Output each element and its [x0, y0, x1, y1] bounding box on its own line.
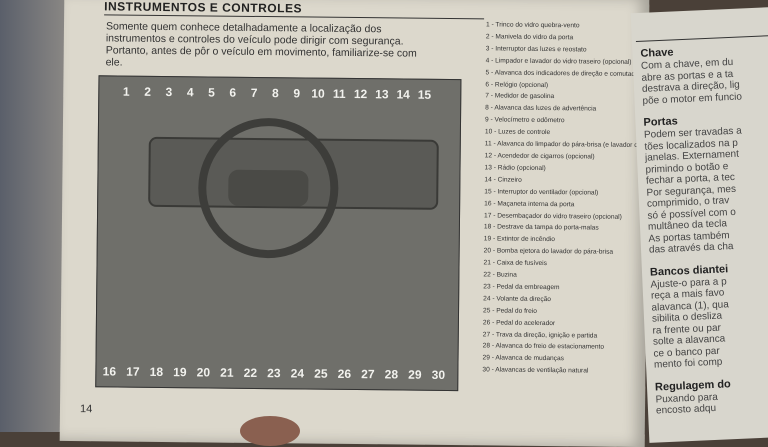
callout-number: 6	[229, 85, 237, 100]
callout-number: 22	[243, 365, 258, 380]
right-rule	[635, 35, 768, 43]
left-page: INSTRUMENTOS E CONTROLES Somente quem co…	[59, 0, 650, 447]
callout-number: 16	[102, 364, 117, 379]
callout-number: 8	[271, 86, 279, 101]
callout-number: 3	[165, 85, 173, 100]
callout-number: 1	[122, 84, 130, 99]
intro-paragraph: Somente quem conhece detalhadamente a lo…	[105, 20, 417, 69]
callout-number: 7	[250, 85, 258, 100]
legend-item: 5 - Alavanca dos indicadores de direção …	[485, 68, 646, 79]
callout-number: 27	[361, 367, 375, 382]
callout-number: 17	[126, 364, 140, 379]
callout-number: 20	[196, 365, 211, 380]
callout-number: 4	[186, 85, 194, 100]
callout-number: 5	[208, 85, 215, 100]
page-title: INSTRUMENTOS E CONTROLES	[104, 0, 303, 16]
callout-number: 30	[431, 367, 446, 382]
callout-number: 13	[375, 87, 389, 102]
legend-item: 16 - Maçaneta interna da porta	[484, 199, 575, 208]
steering-hub-illustration	[228, 169, 309, 207]
callout-number: 18	[149, 364, 164, 380]
callout-number: 24	[290, 366, 305, 381]
callout-number: 23	[267, 366, 281, 381]
callout-number: 19	[173, 365, 187, 380]
legend-item: 30 - Alavancas de ventilação natural	[482, 366, 589, 375]
callout-number: 11	[332, 86, 346, 101]
background-edge	[0, 0, 70, 432]
callout-number: 9	[293, 86, 301, 101]
callout-number: 14	[396, 87, 410, 102]
legend-item: 15 - Interruptor do ventilador (opcional…	[484, 188, 599, 197]
callout-number: 12	[353, 86, 368, 102]
page-number: 14	[79, 403, 93, 416]
callout-number: 26	[337, 366, 352, 381]
legend-item: 26 - Pedal do acelerador	[482, 319, 556, 327]
callout-number: 25	[314, 366, 328, 381]
callout-number: 2	[144, 84, 152, 99]
callout-number: 29	[408, 367, 422, 382]
thumb	[240, 416, 300, 446]
callout-number: 15	[417, 87, 432, 102]
callout-number: 21	[220, 365, 234, 380]
callout-number: 10	[311, 86, 325, 101]
callout-number: 28	[384, 367, 399, 382]
